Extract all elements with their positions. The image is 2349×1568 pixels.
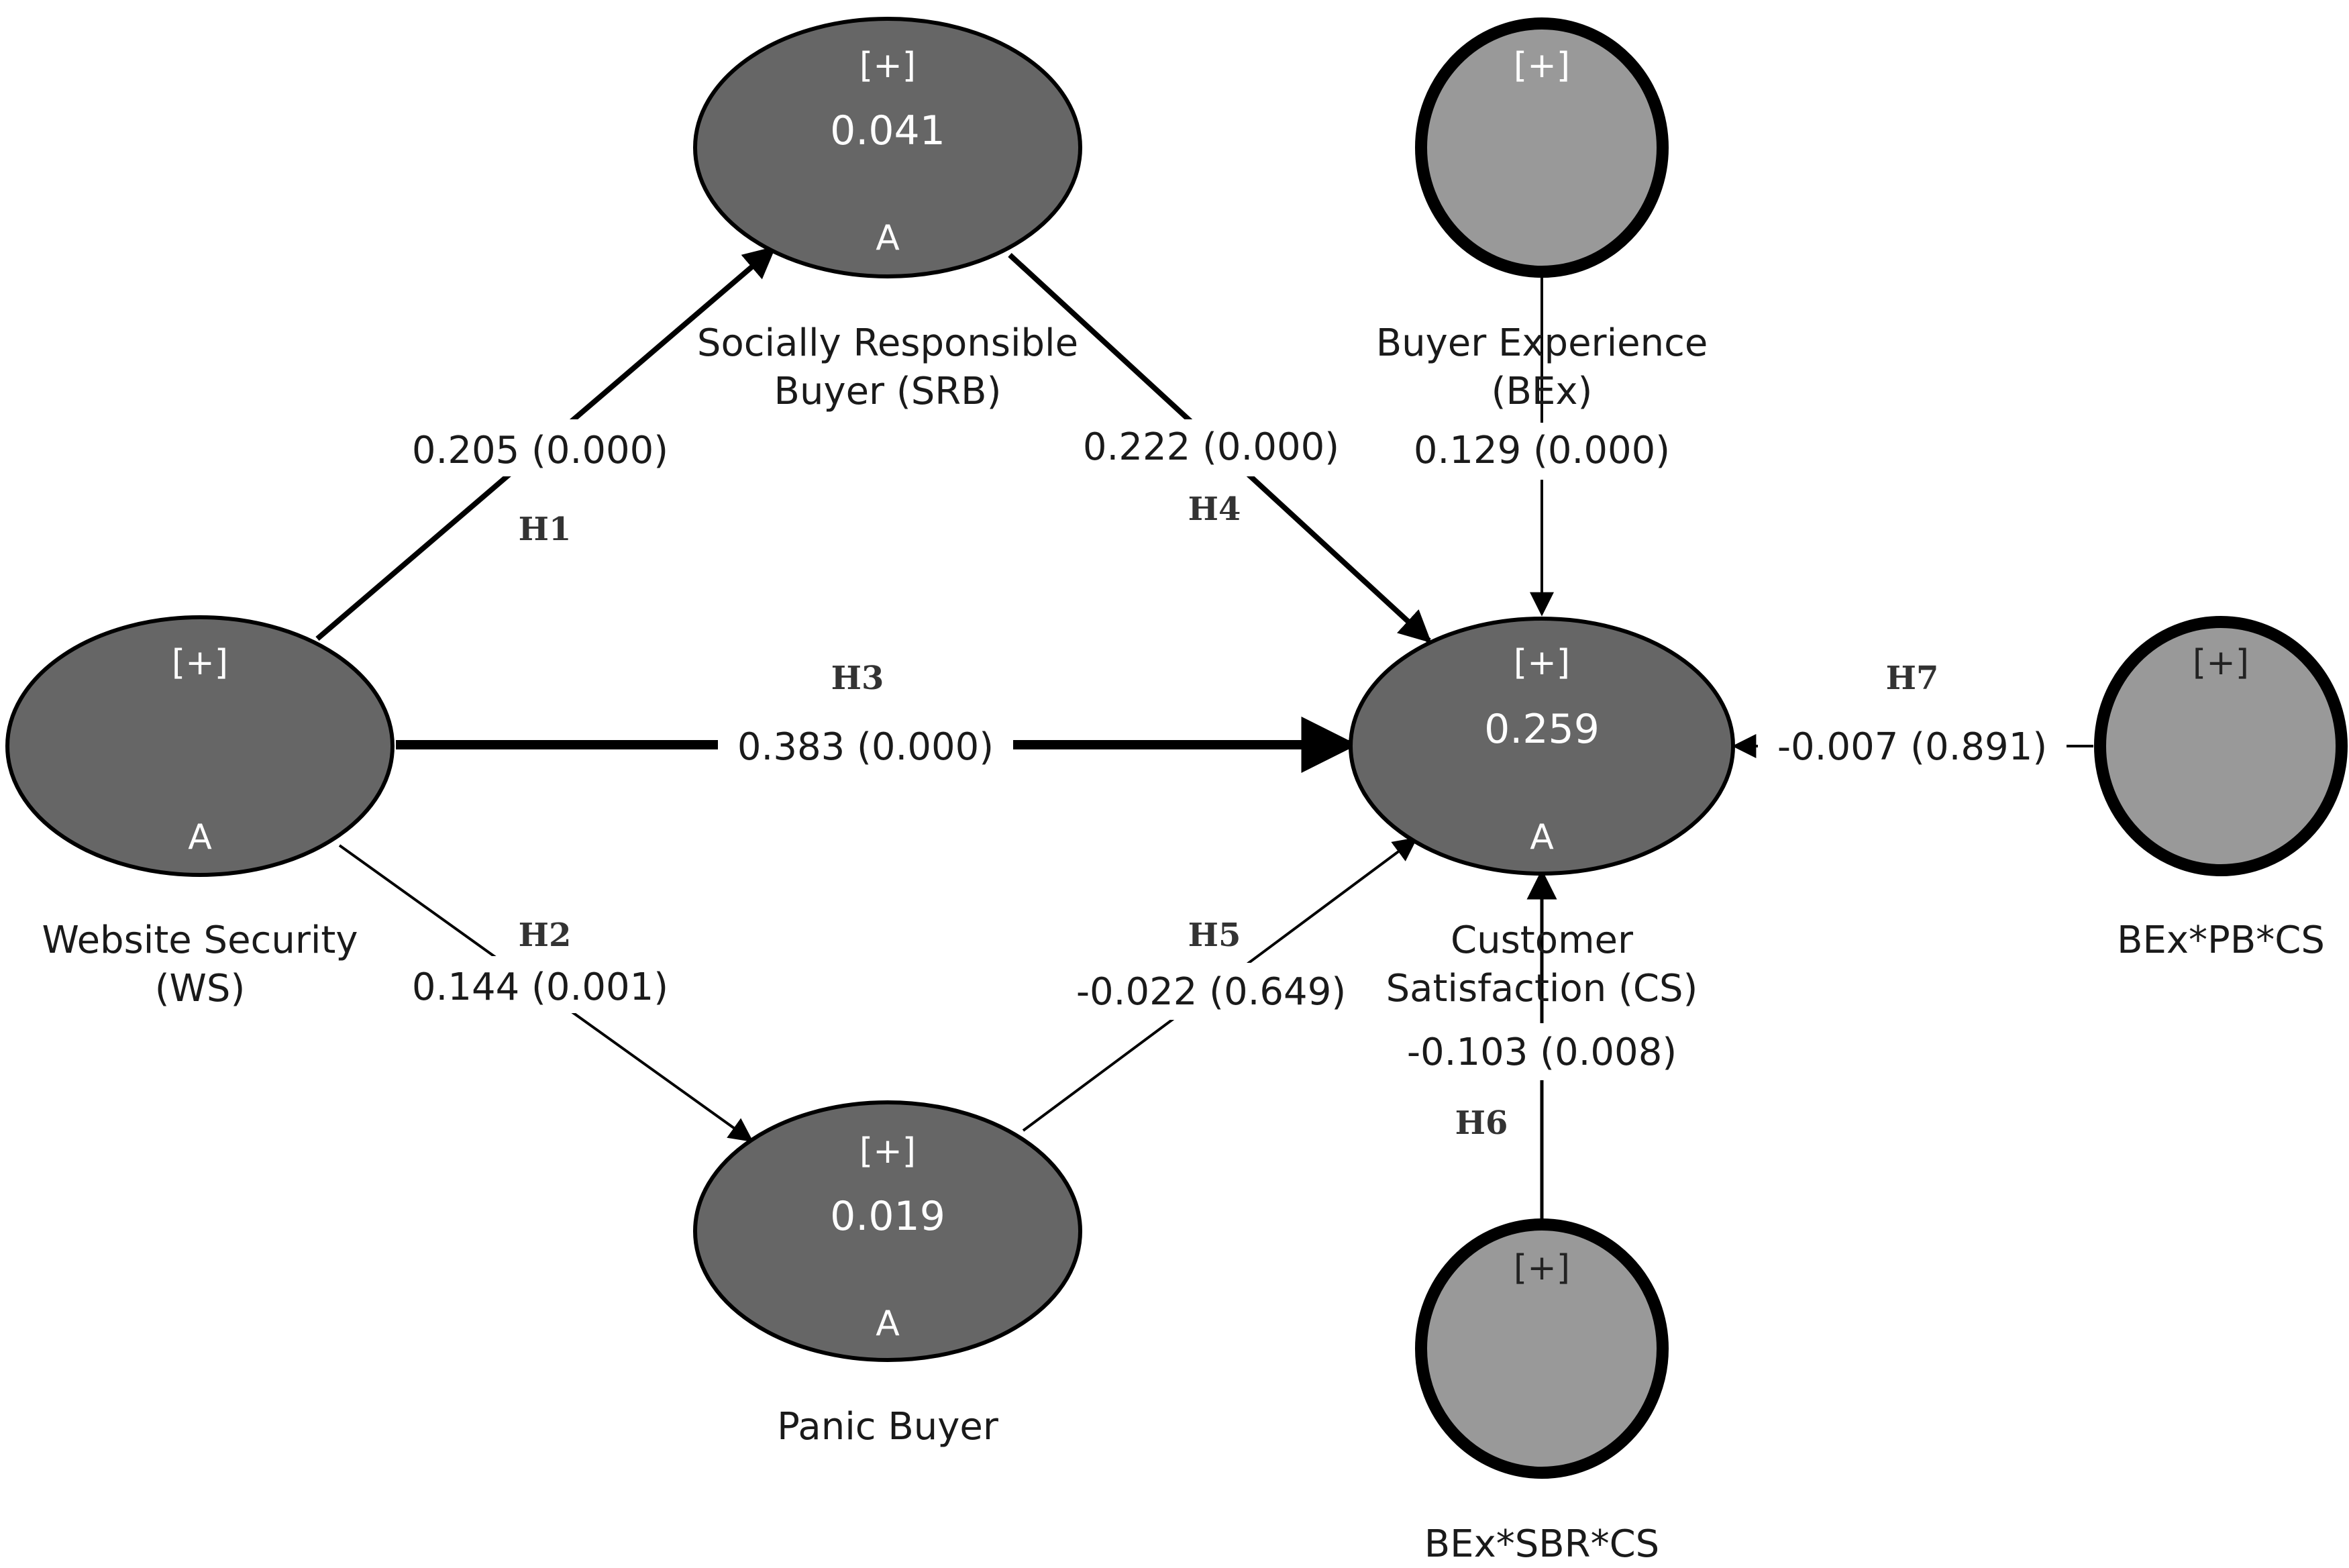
hypothesis-label-h3: H3	[831, 660, 884, 697]
expand-toggle[interactable]: [+]	[859, 46, 916, 86]
r-squared-value: 0.019	[830, 1193, 945, 1240]
indicator-mode: A	[876, 218, 900, 258]
node-label: Website Security	[42, 919, 358, 962]
node-label: Panic Buyer	[777, 1405, 999, 1449]
path-coef-ws-cs: 0.383 (0.000)	[737, 725, 994, 769]
hypothesis-label-h6: H6	[1455, 1104, 1508, 1142]
node-customer-satisfaction[interactable]: [+] 0.259 A	[1349, 617, 1735, 876]
path-coef-srb-cs: 0.222 (0.000)	[1083, 425, 1339, 469]
indicator-mode: A	[188, 817, 212, 857]
node-label: Socially Responsible	[697, 321, 1078, 365]
indicator-mode: A	[1530, 817, 1554, 857]
indicator-mode: A	[876, 1304, 900, 1344]
r-squared-value: 0.041	[830, 107, 945, 154]
r-squared-value: 0.259	[1484, 706, 1600, 753]
node-label-line2: Buyer (SRB)	[774, 370, 1002, 413]
expand-toggle[interactable]: [+]	[172, 643, 228, 683]
node-label-line2: (BEx)	[1492, 370, 1593, 413]
hypothesis-label-h7: H7	[1886, 660, 1939, 697]
node-label: Customer	[1451, 919, 1634, 962]
hypothesis-label-h5: H5	[1188, 917, 1241, 954]
expand-toggle[interactable]: [+]	[1514, 643, 1570, 683]
node-bex-sbr-cs[interactable]: [+]	[1415, 1218, 1669, 1479]
path-coef-pb-cs: -0.022 (0.649)	[1076, 970, 1346, 1014]
hypothesis-label-h4: H4	[1188, 490, 1241, 528]
path-coef-bexsbr-cs: -0.103 (0.008)	[1407, 1031, 1677, 1074]
path-coef-ws-srb: 0.205 (0.000)	[412, 429, 668, 472]
path-coef-bex-cs: 0.129 (0.000)	[1414, 429, 1670, 472]
expand-toggle[interactable]: [+]	[1514, 46, 1570, 86]
path-coef-bexpb-cs: -0.007 (0.891)	[1777, 725, 2047, 769]
node-label-line2: (WS)	[155, 967, 246, 1010]
path-coef-ws-pb: 0.144 (0.001)	[412, 965, 668, 1009]
node-label: BEx*SBR*CS	[1424, 1522, 1659, 1566]
hypothesis-label-h1: H1	[519, 511, 572, 548]
expand-toggle[interactable]: [+]	[859, 1131, 916, 1171]
node-label: BEx*PB*CS	[2117, 919, 2325, 962]
node-label-line2: Satisfaction (CS)	[1386, 967, 1698, 1010]
expand-toggle[interactable]: [+]	[2193, 643, 2249, 683]
node-socially-responsible-buyer[interactable]: [+] 0.041 A	[693, 17, 1082, 278]
expand-toggle[interactable]: [+]	[1514, 1248, 1570, 1288]
node-bex-pb-cs[interactable]: [+]	[2094, 616, 2348, 876]
node-panic-buyer[interactable]: [+] 0.019 A	[693, 1100, 1082, 1362]
node-label: Buyer Experience	[1376, 321, 1708, 365]
node-buyer-experience[interactable]: [+]	[1415, 17, 1669, 278]
node-website-security[interactable]: [+] A	[5, 615, 395, 877]
hypothesis-label-h2: H2	[519, 917, 572, 954]
